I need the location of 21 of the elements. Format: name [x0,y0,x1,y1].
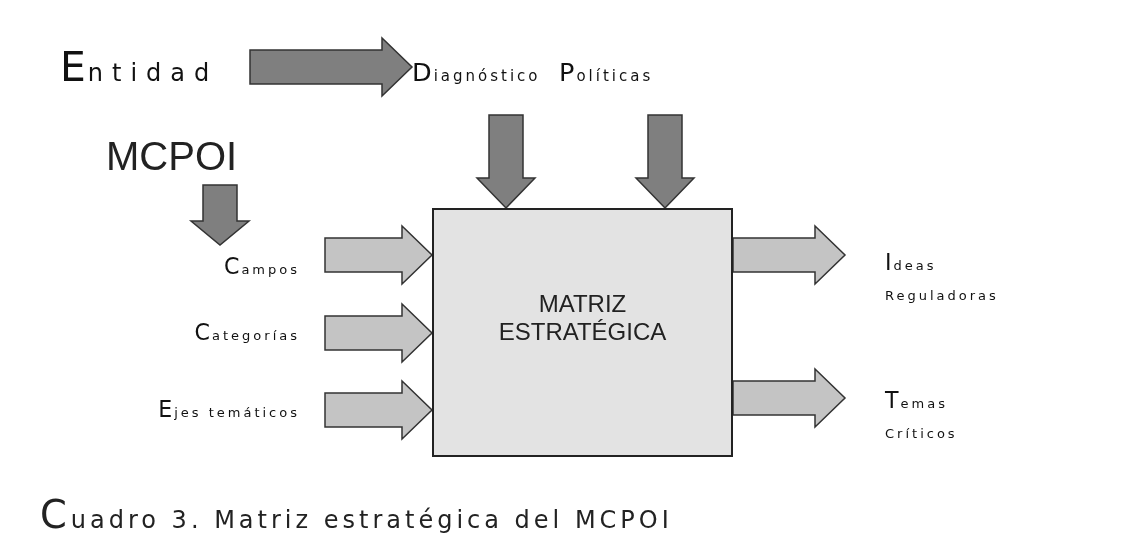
node-label: Ideas Reguladoras [885,248,1000,305]
node-label: Diagnóstico [412,57,541,88]
figure-caption: Cuadro 3. Matriz estratégica del MCPOI [40,492,673,537]
block-arrow [732,224,847,286]
block-arrow [475,114,537,210]
block-arrow [188,184,252,246]
block-arrow [634,114,696,210]
box-title: MATRIZ ESTRATÉGICA [497,289,668,346]
block-arrow [324,379,434,441]
node-label: Políticas [559,57,654,88]
node-label: Temas Críticos [885,386,959,443]
block-arrow [324,302,434,364]
node-label: Campos [223,253,300,280]
node-label: Entidad [60,43,219,92]
block-arrow [249,36,414,98]
node-label: Ejes temáticos [158,396,300,423]
block-arrow [324,224,434,286]
block-arrow [732,367,847,429]
node-label: MCPOI [106,134,238,178]
node-label: Categorías [194,319,300,346]
matrix-box [432,208,733,457]
